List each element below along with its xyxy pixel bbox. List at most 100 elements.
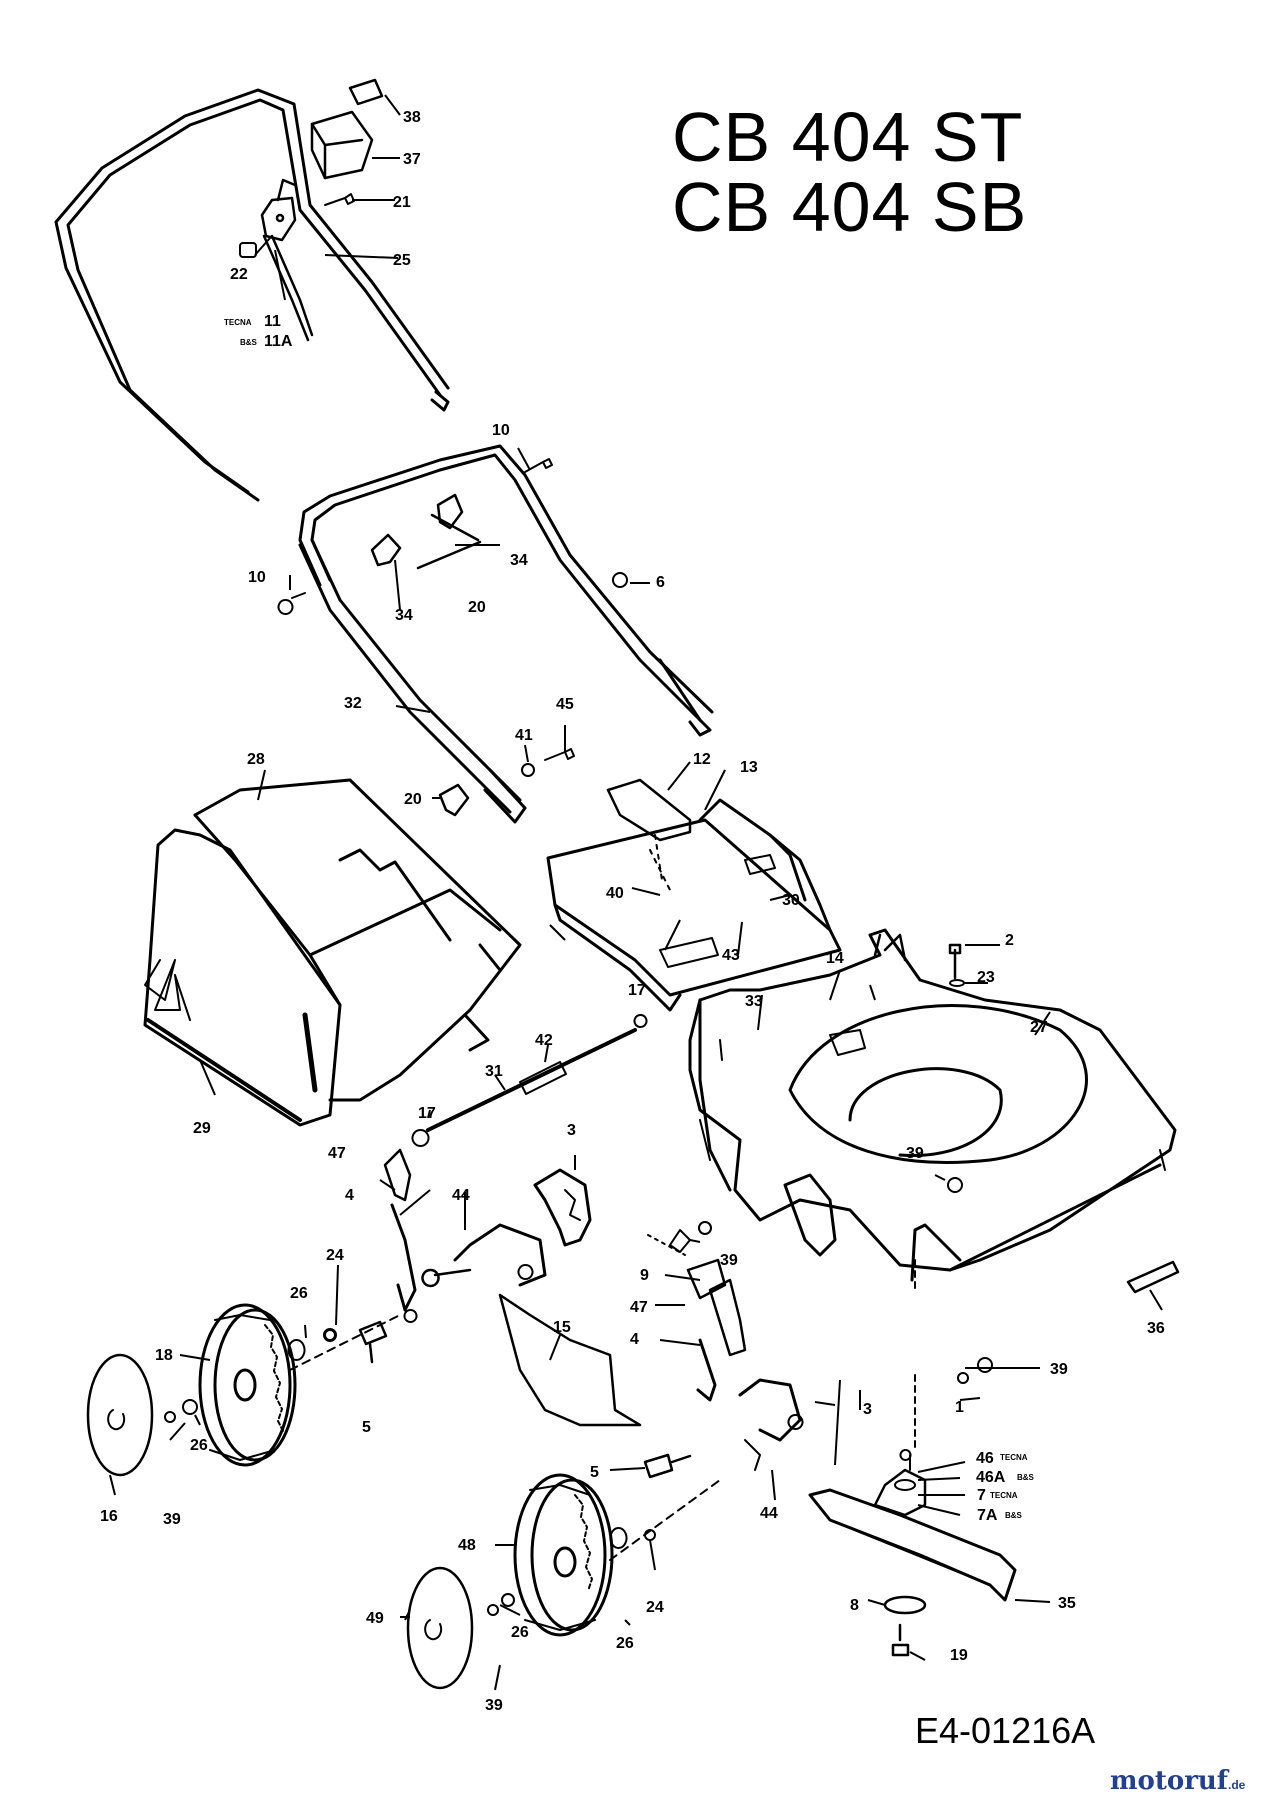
label-7: 7 <box>977 1487 986 1504</box>
label-31: 31 <box>485 1063 503 1080</box>
label-7a-qual: B&S <box>1005 1511 1023 1520</box>
label-6: 6 <box>656 574 665 591</box>
small-fasteners <box>324 1221 993 1541</box>
screw-2 <box>948 943 962 980</box>
label-2: 2 <box>1005 932 1014 949</box>
washers-left <box>164 1314 401 1423</box>
label-46-qual: TECNA <box>1000 1453 1028 1462</box>
hubcap-16 <box>86 1353 154 1477</box>
lower-handle <box>298 444 714 824</box>
bolt-10-lower <box>277 592 306 615</box>
label-7-qual: TECNA <box>990 1491 1018 1500</box>
cable-bracket <box>260 178 314 342</box>
label-24-bottom: 24 <box>646 1599 664 1616</box>
rear-wheel <box>198 1303 297 1467</box>
label-36: 36 <box>1147 1320 1165 1337</box>
part-labels: 38 37 21 25 22 TECNA 11 B&S 11A 10 34 6 … <box>100 109 1165 1714</box>
label-25: 25 <box>393 252 411 269</box>
label-11-qual: TECNA <box>224 318 252 327</box>
label-46a: 46A <box>976 1469 1006 1486</box>
label-5-front: 5 <box>590 1464 599 1481</box>
label-14: 14 <box>826 950 844 967</box>
washers-front <box>487 1479 721 1616</box>
label-10-left: 10 <box>248 569 266 586</box>
axle-rod <box>411 1014 648 1147</box>
label-44-bottom: 44 <box>760 1505 778 1522</box>
drawing-number: E4-01216A <box>915 1710 1096 1751</box>
nut-22 <box>239 242 257 258</box>
label-13: 13 <box>740 759 758 776</box>
label-26-right: 26 <box>616 1635 634 1652</box>
label-48: 48 <box>458 1537 476 1554</box>
label-9: 9 <box>640 1267 649 1284</box>
label-4-top: 4 <box>345 1187 354 1204</box>
screw-21 <box>324 193 355 206</box>
label-40: 40 <box>606 885 624 902</box>
label-3-mid: 3 <box>863 1401 872 1418</box>
label-39-right: 39 <box>1050 1361 1068 1378</box>
label-39-mid: 39 <box>720 1252 738 1269</box>
label-5-left: 5 <box>362 1419 371 1436</box>
label-34-right: 34 <box>510 552 528 569</box>
label-39-bottom: 39 <box>485 1697 503 1714</box>
label-18: 18 <box>155 1347 173 1364</box>
label-49: 49 <box>366 1610 384 1627</box>
rear-cover <box>546 778 842 1012</box>
label-41: 41 <box>515 727 533 744</box>
brand-suffix: .de <box>1228 1778 1246 1792</box>
label-34-left: 34 <box>395 607 413 624</box>
height-adjuster-rear <box>383 1148 592 1323</box>
nut-41 <box>521 763 535 777</box>
label-33: 33 <box>745 993 763 1010</box>
label-28: 28 <box>247 751 265 768</box>
label-11: 11 <box>264 313 281 330</box>
label-45: 45 <box>556 696 574 713</box>
label-10-top: 10 <box>492 422 510 439</box>
label-47-top: 47 <box>328 1145 346 1162</box>
cover-15 <box>498 1293 642 1427</box>
label-39-center: 39 <box>906 1145 924 1162</box>
model-title-1: CB 404 ST <box>672 98 1024 176</box>
bolt-10-upper <box>524 458 553 473</box>
label-4-mid: 4 <box>630 1331 639 1348</box>
label-37: 37 <box>403 151 421 168</box>
label-3-top: 3 <box>567 1122 576 1139</box>
label-46a-qual: B&S <box>1017 1473 1035 1482</box>
label-35: 35 <box>1058 1595 1076 1612</box>
bolts-5 <box>358 1320 692 1479</box>
height-adjuster-front <box>686 1173 837 1471</box>
label-26-mid: 26 <box>190 1437 208 1454</box>
label-11a-qual: B&S <box>240 338 258 347</box>
label-46: 46 <box>976 1450 994 1467</box>
brand-name: motoruf <box>1110 1766 1228 1796</box>
label-24-top: 24 <box>326 1247 344 1264</box>
label-11a: 11A <box>264 333 293 350</box>
label-47-mid: 47 <box>630 1299 648 1316</box>
mower-deck <box>688 928 1177 1282</box>
label-22: 22 <box>230 266 248 283</box>
label-26-left: 26 <box>511 1624 529 1641</box>
label-7a: 7A <box>977 1507 998 1524</box>
model-title-2: CB 404 SB <box>672 168 1028 246</box>
label-20-top: 20 <box>468 599 486 616</box>
label-44-top: 44 <box>452 1187 470 1204</box>
label-8: 8 <box>850 1597 859 1614</box>
label-16: 16 <box>100 1508 118 1525</box>
label-20-mid: 20 <box>404 791 422 808</box>
label-26-top: 26 <box>290 1285 308 1302</box>
catcher-hatching <box>144 959 302 1122</box>
label-42: 42 <box>535 1032 553 1049</box>
label-43: 43 <box>722 947 740 964</box>
grass-catcher <box>143 778 522 1127</box>
label-23: 23 <box>977 969 995 986</box>
nut-6 <box>612 572 628 588</box>
label-29: 29 <box>193 1120 211 1137</box>
nut-39-center <box>947 1177 963 1193</box>
label-27: 27 <box>1030 1019 1048 1036</box>
upper-handle <box>54 88 450 502</box>
leader-lines <box>109 94 1163 1691</box>
guard-36 <box>1126 1260 1180 1294</box>
label-12: 12 <box>693 751 711 768</box>
label-38: 38 <box>403 109 421 126</box>
